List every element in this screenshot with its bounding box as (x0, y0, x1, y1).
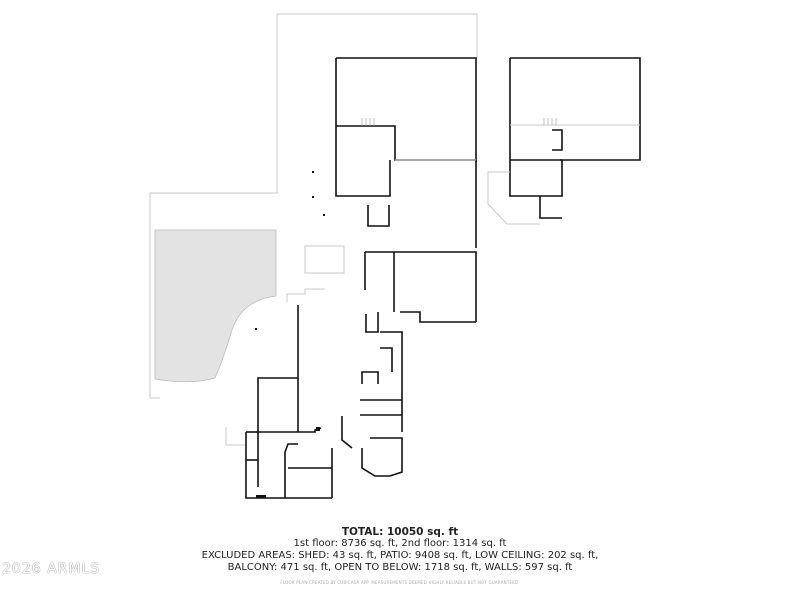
total-area: TOTAL: 10050 sq. ft (341, 526, 459, 538)
patio-outline (149, 13, 478, 446)
walls (245, 57, 477, 499)
floor-plan-drawing (149, 13, 641, 499)
excluded-areas-line-2: BALCONY: 471 sq. ft, OPEN TO BELOW: 1718… (227, 562, 573, 573)
disclaimer: FLOOR PLAN CREATED BY CUBICASA APP. MEAS… (280, 580, 520, 585)
columns (255, 171, 325, 498)
watermark: 2026 ARMLS (2, 561, 101, 577)
floor-areas: 1st floor: 8736 sq. ft, 2nd floor: 1314 … (293, 538, 507, 549)
pool-shape (154, 229, 277, 383)
balcony-outline (395, 124, 640, 225)
excluded-areas-line-1: EXCLUDED AREAS: SHED: 43 sq. ft, PATIO: … (201, 550, 599, 561)
walls-2nd-floor (509, 57, 641, 219)
stairs (361, 118, 557, 126)
